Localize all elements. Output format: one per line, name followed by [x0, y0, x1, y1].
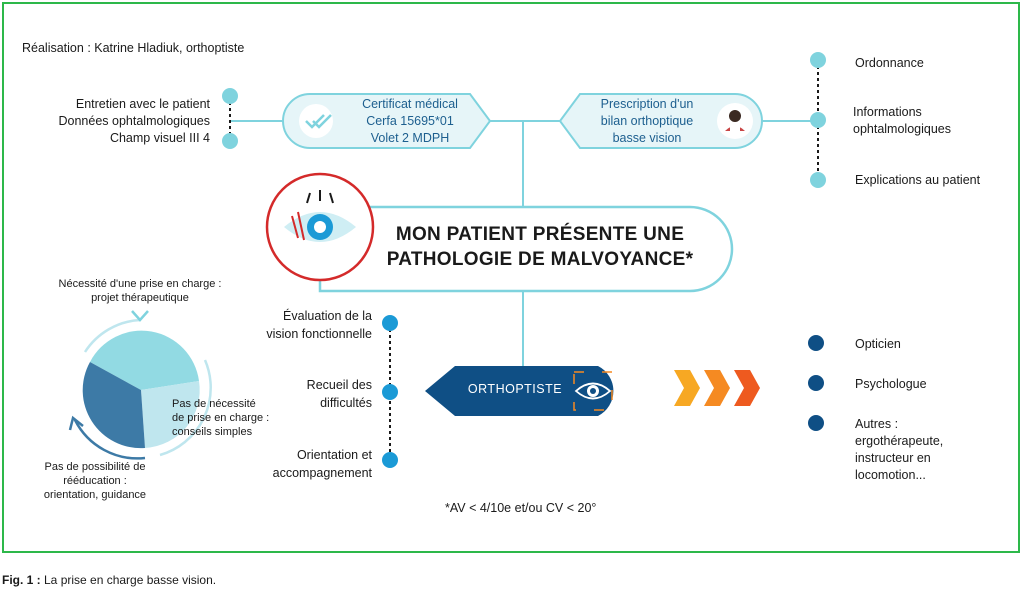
left-top-dot-1: [222, 88, 238, 104]
left-top-item-3: Champ visuel III 4: [109, 131, 210, 145]
cycle-bottom-line-2: rééducation :: [63, 475, 127, 487]
right-item-autres-3: instructeur en: [855, 451, 931, 465]
certificat-line-1: Certificat médical: [362, 97, 458, 111]
orthoptiste-eye-frame: [573, 371, 613, 411]
certificat-line-3: Volet 2 MDPH: [370, 131, 450, 145]
caption-label: Fig. 1 :: [2, 573, 41, 587]
certificat-line-2: Cerfa 15695*01: [366, 114, 454, 128]
figure-caption: Fig. 1 : La prise en charge basse vision…: [2, 572, 216, 588]
cycle-bottom-line-3: orientation, guidance: [43, 489, 147, 501]
right-top-dot-explications: [810, 172, 826, 188]
orthoptiste-shape: [425, 366, 614, 416]
right-top-dot-ordonnance: [810, 52, 826, 68]
recueil-line-2: difficultés: [320, 396, 372, 410]
orientation-line-1: Orientation et: [296, 448, 372, 462]
right-top-dot-informations: [810, 112, 826, 128]
left-top-item-1: Entretien avec le patient: [75, 97, 210, 111]
dot-orientation: [382, 452, 398, 468]
cycle-right-line-3: conseils simples: [172, 426, 253, 438]
cycle-top-line-1: Nécessité d'une prise en charge :: [58, 278, 222, 290]
cycle-bottom-line-1: Pas de possibilité de: [44, 461, 146, 473]
right-item-autres-2: ergothérapeute,: [855, 434, 944, 448]
credit-text: Réalisation : Katrine Hladiuk, orthoptis…: [22, 41, 245, 55]
cycle-right-line-1: Pas de nécessité: [172, 398, 256, 410]
prescription-line-1: Prescription d'un: [600, 97, 694, 111]
main-title-line-1: MON PATIENT PRÉSENTE UNE: [395, 224, 685, 245]
evaluation-line-2: vision fonctionnelle: [266, 327, 372, 341]
footnote: *AV < 4/10e et/ou CV < 20°: [445, 501, 597, 515]
right-item-opticien: Opticien: [855, 337, 901, 351]
dot-opticien: [808, 335, 824, 351]
chevron-arrow-2: [704, 370, 730, 406]
dot-psychologue: [808, 375, 824, 391]
main-title-line-2: PATHOLOGIE DE MALVOYANCE*: [386, 249, 694, 270]
cycle-top-line-2: projet thérapeutique: [91, 292, 189, 304]
chevron-arrow-3: [734, 370, 760, 406]
right-item-psychologue: Psychologue: [855, 377, 927, 391]
prescription-line-2: bilan orthoptique: [600, 114, 694, 128]
right-item-explications: Explications au patient: [855, 173, 981, 187]
dot-recueil: [382, 384, 398, 400]
right-item-informations-2: ophtalmologiques: [853, 122, 951, 136]
right-item-autres-1: Autres :: [855, 417, 899, 431]
prescription-line-3: basse vision: [612, 131, 682, 145]
orthoptiste-eye-icon: [574, 382, 612, 400]
left-top-item-2: Données ophtalmologiques: [58, 114, 211, 128]
orientation-line-2: accompagnement: [272, 466, 372, 480]
prescription-shape: [558, 93, 763, 149]
right-item-informations-1: Informations: [853, 105, 922, 119]
dot-evaluation: [382, 315, 398, 331]
right-item-autres-4: locomotion...: [855, 468, 926, 482]
caption-text: La prise en charge basse vision.: [40, 573, 217, 587]
cycle-pie: [68, 310, 212, 460]
left-top-dot-2: [222, 133, 238, 149]
recueil-line-1: Recueil des: [306, 378, 372, 392]
doctor-icon: [729, 110, 741, 122]
check-icon: [305, 114, 325, 129]
certificat-icon-bg: [299, 104, 333, 138]
main-title-shape: [318, 205, 734, 293]
figure-frame: [2, 2, 1020, 553]
dot-autres: [808, 415, 824, 431]
cycle-right-line-2: de prise en charge :: [172, 412, 270, 424]
orthoptiste-label: ORTHOPTISTE: [467, 382, 563, 396]
certificat-shape: [282, 93, 492, 149]
chevron-arrow-1: [674, 370, 700, 406]
right-item-ordonnance: Ordonnance: [855, 56, 924, 70]
main-title: MON PATIENT PRÉSENTE UNE PATHOLOGIE DE M…: [360, 222, 720, 272]
evaluation-line-1: Évaluation de la: [283, 309, 372, 323]
